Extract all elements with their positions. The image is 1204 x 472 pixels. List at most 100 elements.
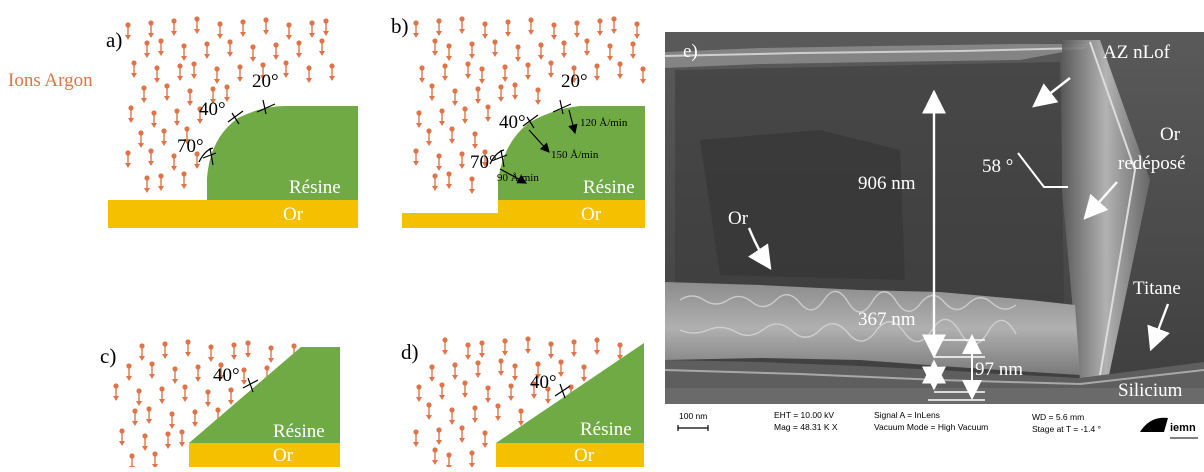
resin-label-c: Résine xyxy=(273,421,325,442)
argon-ion-icon xyxy=(273,42,279,60)
sem-resist-top-line xyxy=(664,47,1086,57)
angle-a-20: 20° xyxy=(252,71,279,92)
argon-ion-icon xyxy=(617,342,623,360)
argon-ion-icon xyxy=(119,428,125,446)
argon-ion-icon xyxy=(432,447,438,465)
argon-ion-icon xyxy=(449,407,455,425)
argon-ion-icon xyxy=(217,21,223,39)
angle-a-40: 40° xyxy=(199,99,226,120)
argon-ion-icon xyxy=(286,22,292,40)
argon-ion-icon xyxy=(191,61,197,79)
gold-label-b: Or xyxy=(581,204,602,225)
panel-b xyxy=(402,16,646,228)
panel-d-letter: d) xyxy=(401,340,419,364)
rate-b-90: 90 Å/min xyxy=(497,172,539,184)
argon-ion-icon xyxy=(548,341,554,359)
argon-ion-icon xyxy=(228,387,234,405)
argon-ion-icon xyxy=(525,62,531,80)
resin-label-d: Résine xyxy=(580,419,632,440)
argon-ion-icon xyxy=(634,21,640,39)
resin-label-b: Résine xyxy=(583,177,635,198)
argon-ion-icon xyxy=(442,63,448,81)
rate-arrow-b-90 xyxy=(499,168,528,184)
argon-ion-icon xyxy=(479,340,485,358)
argon-ion-icon xyxy=(515,44,521,62)
argon-ion-icon xyxy=(495,403,501,421)
argon-ion-icon xyxy=(113,383,119,401)
argon-ion-icon xyxy=(159,386,165,404)
pointer-titanium xyxy=(1147,303,1170,352)
argon-ion-icon xyxy=(581,364,587,382)
argon-ion-icon xyxy=(597,18,603,36)
argon-ion-icon xyxy=(574,20,580,38)
argon-ion-icon xyxy=(309,20,315,38)
argon-ion-icon xyxy=(227,39,233,57)
argon-ion-icon xyxy=(194,16,200,34)
argon-ion-icon xyxy=(136,388,142,406)
sem-scale-label: 100 nm xyxy=(679,411,708,421)
argon-ion-icon xyxy=(181,43,187,61)
argon-ion-icon xyxy=(179,429,185,447)
argon-ion-icon xyxy=(446,43,452,61)
argon-ion-icon xyxy=(268,345,274,363)
argon-ion-icon xyxy=(197,106,203,124)
argon-ion-icon xyxy=(138,130,144,148)
argon-ion-icon xyxy=(584,38,590,56)
argon-ion-icon xyxy=(452,362,458,380)
argon-ion-icon xyxy=(429,364,435,382)
argon-ion-icon xyxy=(161,128,167,146)
argon-ion-icon xyxy=(171,18,177,36)
argon-ion-icon xyxy=(531,381,537,399)
argon-ion-icon xyxy=(492,39,498,57)
argon-ion-icon xyxy=(142,433,148,451)
sem-label-redep-1: Or xyxy=(1160,124,1181,145)
argon-ion-icon xyxy=(413,429,419,447)
sem-info-bar xyxy=(665,404,1204,460)
argon-ion-icon xyxy=(165,431,171,449)
resin-label-a: Résine xyxy=(289,177,341,198)
angle-marker-b-20 xyxy=(552,99,572,115)
argon-ion-icon xyxy=(482,149,488,167)
argon-ion-icon xyxy=(131,60,137,78)
argon-ion-icon xyxy=(218,362,224,380)
argon-ion-icon xyxy=(192,409,198,427)
argon-ion-icon xyxy=(149,361,155,379)
rate-b-150: 150 Å/min xyxy=(551,149,599,161)
argon-ion-icon xyxy=(561,40,567,58)
argon-ion-icon xyxy=(323,18,329,36)
argon-ion-icon xyxy=(245,340,251,358)
argon-ion-icon xyxy=(452,88,458,106)
argon-ion-icon xyxy=(237,64,243,82)
sem-info-mag: Mag = 48.31 K X xyxy=(774,422,838,432)
sem-resist-inner-block xyxy=(700,130,905,280)
resin-block-a xyxy=(207,106,358,200)
argon-ion-icon xyxy=(512,82,518,100)
sem-info-eht: EHT = 10.00 kV xyxy=(774,410,835,420)
pointer-resist xyxy=(1032,77,1071,108)
sem-angle-58: 58 ° xyxy=(982,156,1014,177)
angle-b-70: 70° xyxy=(470,152,497,173)
angle-marker-d-40 xyxy=(554,383,571,399)
resin-block-d xyxy=(496,343,644,443)
angle-marker-c-40 xyxy=(242,377,259,393)
argon-ion-icon xyxy=(296,40,302,58)
argon-ion-icon xyxy=(459,16,465,34)
argon-ion-icon xyxy=(545,386,551,404)
sem-label-gold: Or xyxy=(728,208,749,229)
argon-ion-icon xyxy=(171,153,177,171)
argon-ion-icon xyxy=(469,176,475,194)
argon-ion-icon xyxy=(194,151,200,169)
argon-ion-icon xyxy=(465,342,471,360)
argon-ion-icon xyxy=(485,385,491,403)
dim-bracket-97 xyxy=(928,339,985,401)
argon-ion-icon xyxy=(502,64,508,82)
argon-ion-icon xyxy=(617,61,623,79)
sem-dim-906: 906 nm xyxy=(858,173,916,194)
gold-layer-a xyxy=(108,200,358,228)
panel-c-letter: c) xyxy=(100,344,117,368)
rate-arrow-b-150 xyxy=(528,129,550,153)
argon-ion-icon xyxy=(498,358,504,376)
argon-ion-icon xyxy=(319,38,325,56)
argon-ion-icon xyxy=(449,126,455,144)
